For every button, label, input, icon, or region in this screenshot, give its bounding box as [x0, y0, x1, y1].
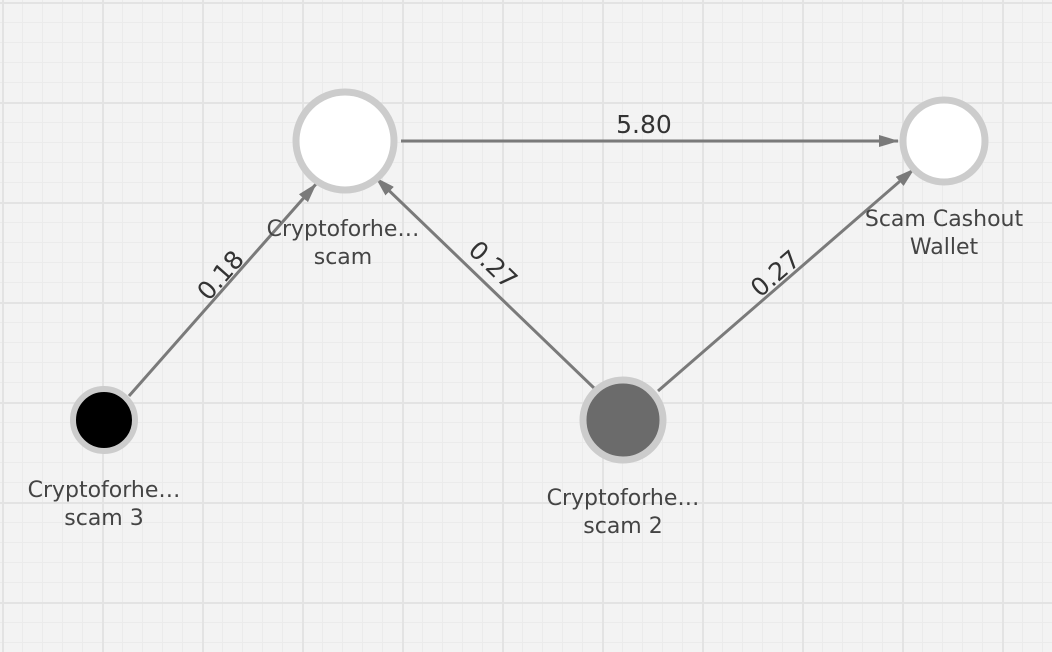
node-cryptoforhe-scam-2[interactable]: Cryptoforhe… scam 2	[547, 376, 700, 539]
node-label-line-2: scam	[314, 245, 372, 270]
node-label-line-1: Scam Cashout	[865, 207, 1024, 232]
node-label-line-2: scam 3	[64, 506, 143, 531]
edge-label: 5.80	[616, 110, 672, 139]
node-label-line-1: Cryptoforhe…	[28, 478, 181, 503]
edge-n3-to-n1[interactable]: 0.18	[127, 183, 318, 397]
node-label-line-1: Cryptoforhe…	[267, 217, 420, 242]
node-circle[interactable]	[899, 96, 989, 186]
edge-n4-to-n2[interactable]: 0.27	[657, 167, 915, 393]
node-label-line-2: Wallet	[910, 235, 979, 260]
node-cryptoforhe-scam[interactable]: Cryptoforhe… scam	[267, 88, 420, 270]
edge-label: 0.18	[191, 245, 250, 306]
nodes-layer: Cryptoforhe… scam Scam Cashout Wallet Cr…	[28, 88, 1024, 539]
node-circle[interactable]	[292, 88, 398, 194]
node-circle[interactable]	[70, 386, 138, 454]
node-circle[interactable]	[579, 376, 667, 464]
node-scam-cashout-wallet[interactable]: Scam Cashout Wallet	[865, 96, 1024, 260]
edge-label: 0.27	[745, 244, 806, 302]
edge-label: 0.27	[463, 235, 523, 295]
node-label-line-1: Cryptoforhe…	[547, 486, 700, 511]
edge-n4-to-n1[interactable]: 0.27	[374, 176, 596, 390]
node-cryptoforhe-scam-3[interactable]: Cryptoforhe… scam 3	[28, 386, 181, 531]
edge-line[interactable]	[374, 176, 596, 390]
node-label-line-2: scam 2	[583, 514, 662, 539]
edge-n1-to-n2[interactable]: 5.80	[401, 110, 899, 147]
edge-line[interactable]	[657, 167, 915, 393]
edge-line[interactable]	[127, 183, 318, 397]
edges-layer: 5.80 0.18 0.27 0.27	[127, 110, 915, 397]
